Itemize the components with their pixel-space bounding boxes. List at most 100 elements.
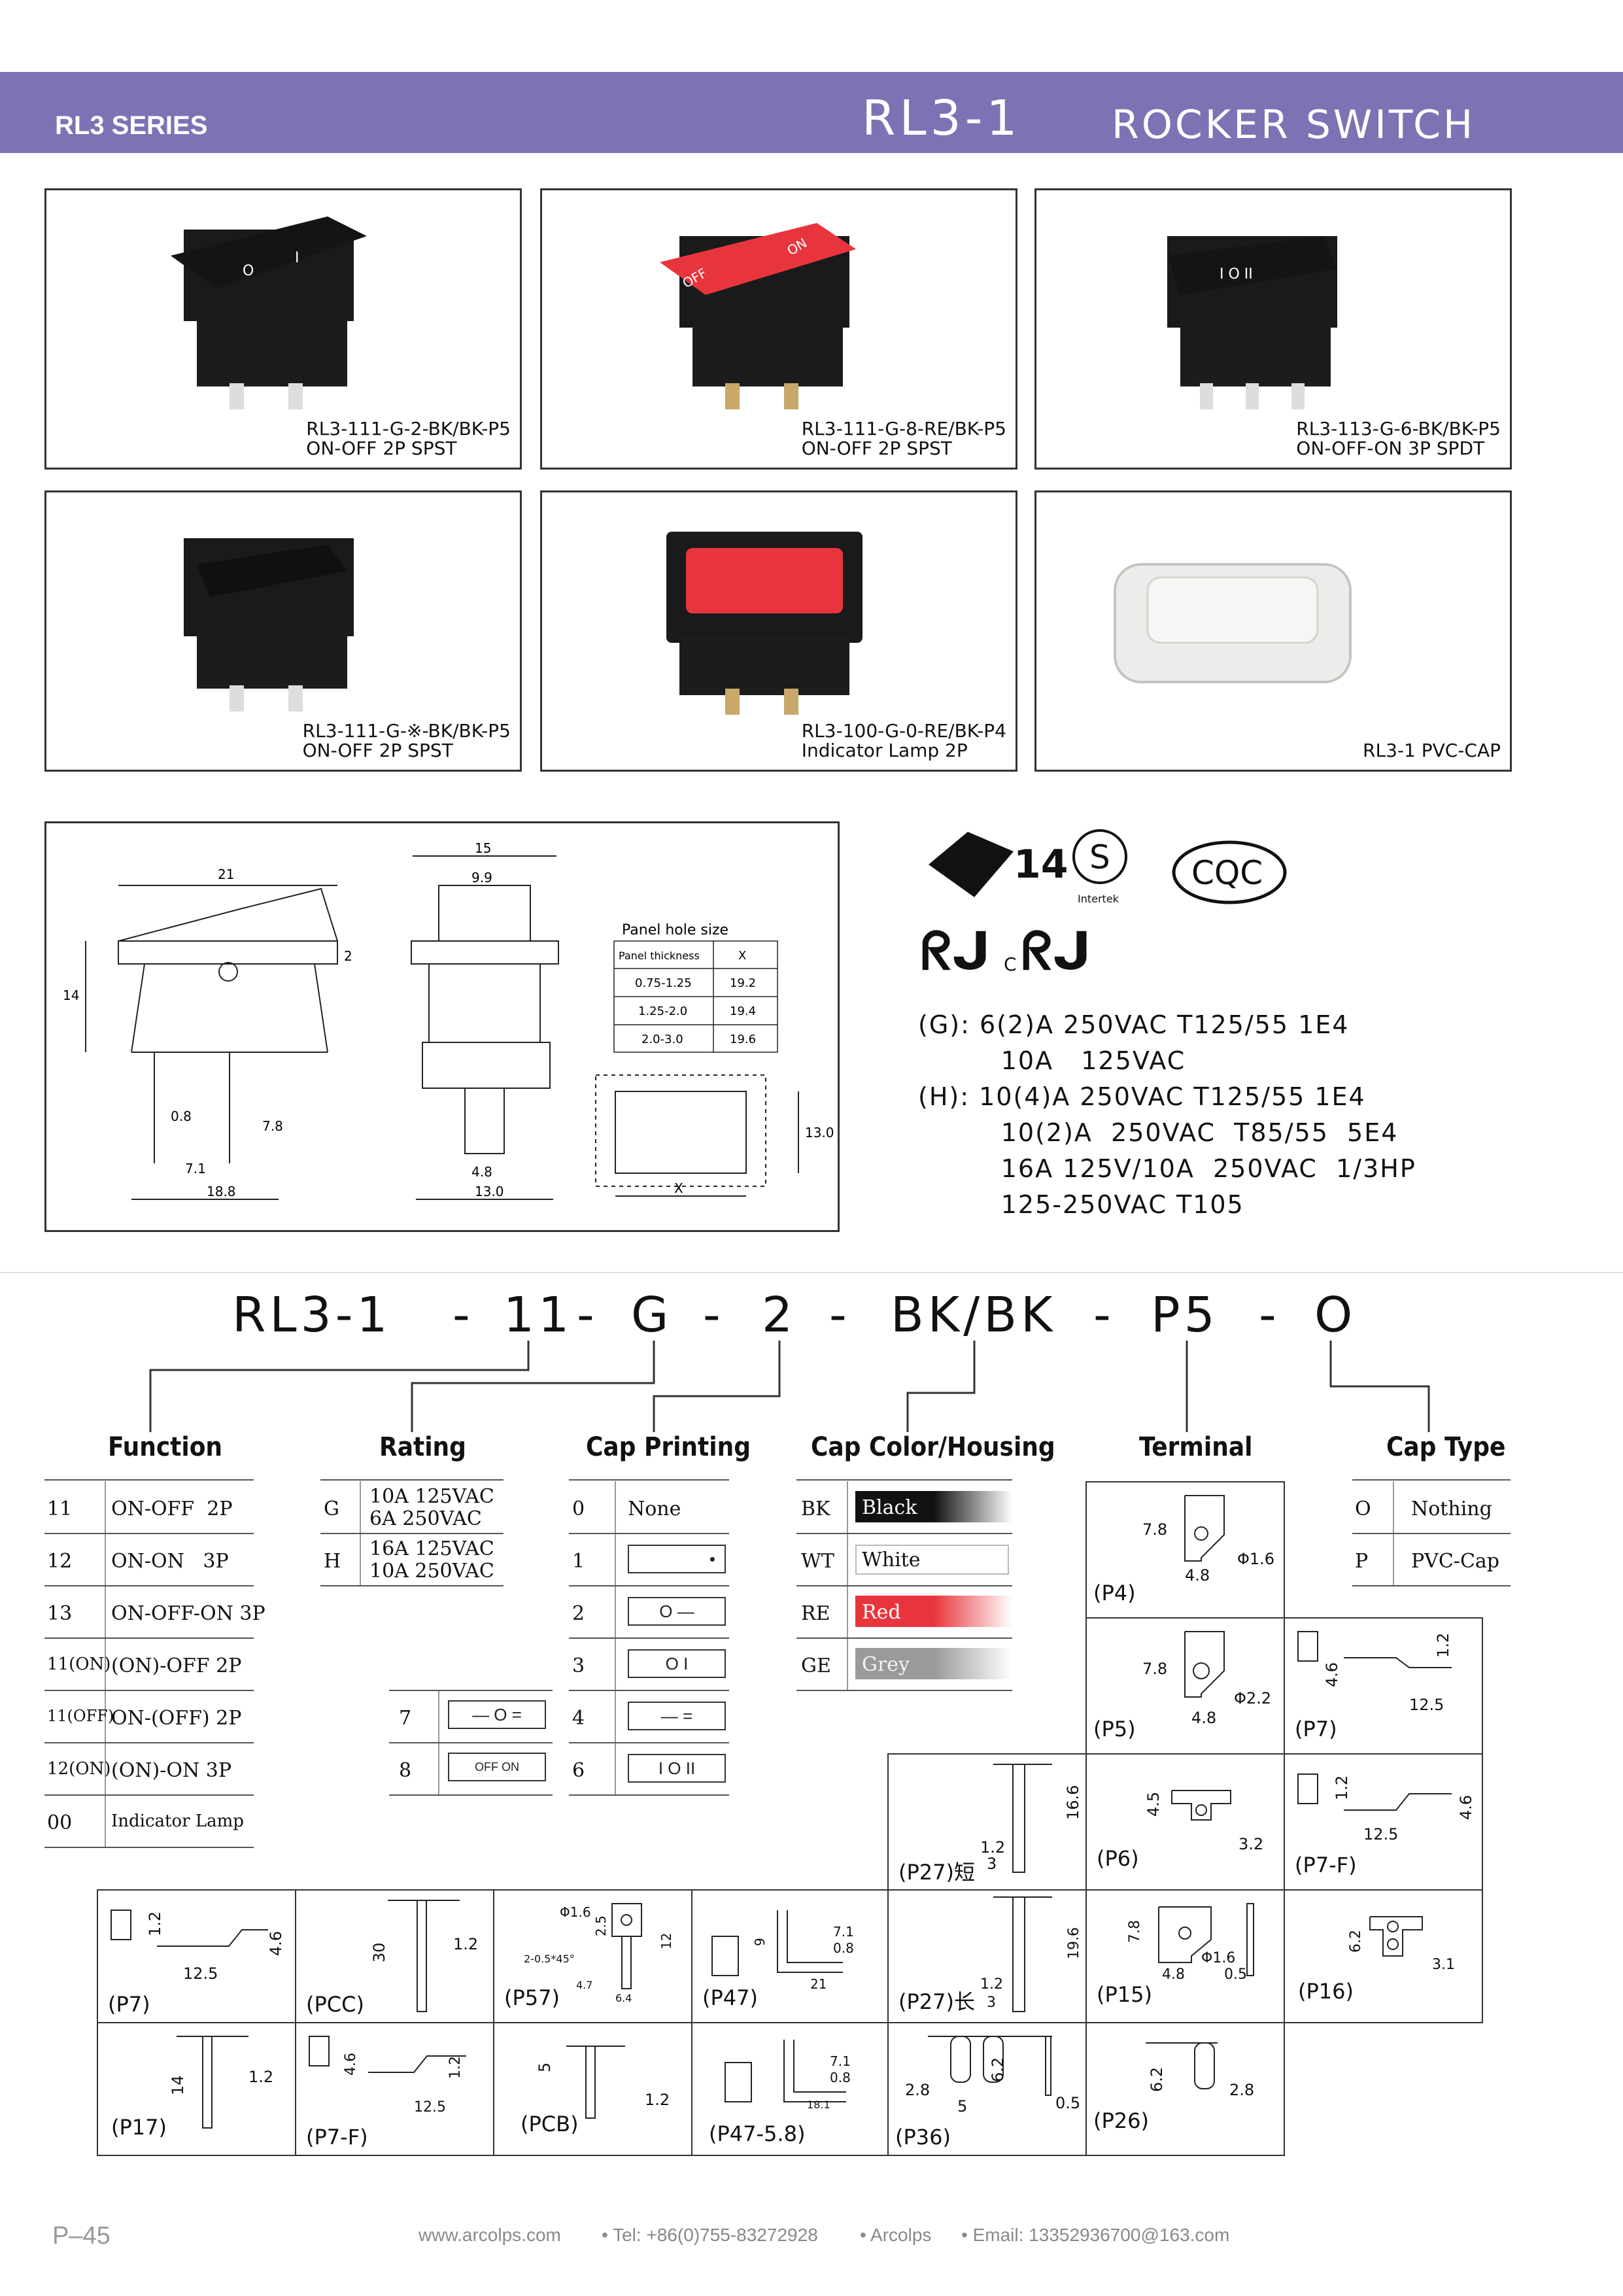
svg-text:3.1: 3.1 [1432,1957,1455,1973]
svg-text:4.6: 4.6 [343,2053,359,2076]
function-desc: (ON)-ON 3P [111,1759,232,1782]
rating-line: (G): 6(2)A 250VAC T125/55 1E4 [918,1010,1350,1039]
footer-brand: • Arcolps [860,2225,932,2245]
dim-label: 9.9 [471,870,492,885]
product-desc: ON-OFF 2P SPST [302,740,453,761]
cap-print-symbol: O — [628,1597,726,1626]
header-bar [0,72,1623,153]
terminal-cell-p17: 14 1.2 (P17) [97,2022,296,2156]
cap-print-code: 3 [572,1654,585,1677]
svg-text:18.1: 18.1 [807,2099,830,2111]
code-sep: - [577,1287,598,1343]
product-card: OFF ON RL3-111-G-8-RE/BK-P5 ON-OFF 2P SP… [540,188,1017,470]
svg-text:ᖇᒍ: ᖇᒍ [1021,921,1091,982]
terminal-label: (P4) [1093,1581,1136,1605]
switch-photo: O I [171,216,367,409]
cap-print-code: 1 [572,1550,585,1573]
rating-line: 125-250VAC T105 [918,1190,1244,1219]
svg-text:1.2: 1.2 [980,1838,1005,1857]
code-cap-type: O [1314,1287,1357,1343]
code-leader-lines [149,1341,1430,1432]
function-desc: ON-(OFF) 2P [111,1707,242,1730]
terminal-label: (P27)长 [898,1989,975,2014]
code-cap-printing: 2 [762,1287,797,1343]
terminal-cell-p7f: 1.2 4.6 12.5 (P7-F) [1284,1753,1483,1891]
color-swatch-white [855,1545,1009,1575]
svg-text:5: 5 [536,2063,554,2072]
switch-photo: I O II [1167,236,1337,409]
svg-text:Φ2.2: Φ2.2 [1234,1689,1271,1707]
svg-text:6.2: 6.2 [1148,2067,1166,2092]
table-rule [389,1794,553,1796]
function-code: 00 [47,1811,73,1834]
terminal-label: (P7) [1295,1717,1337,1741]
dim-label: 13.0 [805,1125,834,1140]
svg-text:21: 21 [810,1976,827,1992]
cap-print-symbol: — O = [448,1700,546,1729]
svg-text:CQC: CQC [1191,854,1263,892]
switch-photo: OFF ON [660,223,856,409]
svg-text:7.1: 7.1 [833,1924,854,1940]
terminal-label: (P16) [1298,1979,1354,2004]
terminal-label: (P57) [504,1985,560,2010]
cap-color-title: Cap Color/Housing [811,1432,1055,1462]
svg-text:1.2: 1.2 [645,2091,670,2109]
table-rule [44,1585,254,1586]
table-rule [44,1479,254,1481]
table-rule [44,1794,254,1796]
rating-title: Rating [379,1432,466,1462]
svg-text:3: 3 [987,1855,997,1873]
table-rule [44,1637,254,1639]
svg-text:S: S [1089,838,1110,876]
function-code: 11(ON) [47,1654,111,1674]
rating-line: 10A 125VAC [918,1046,1186,1075]
color-swatch-grey [855,1648,1012,1679]
svg-text:1.2: 1.2 [248,2068,273,2086]
code-sep: - [1093,1287,1115,1343]
footer-tel: • Tel: +86(0)755-83272928 [602,2225,818,2245]
dim-label: 7.8 [262,1118,283,1134]
svg-text:1.2: 1.2 [1434,1633,1452,1658]
cap-printing-title: Cap Printing [586,1432,751,1462]
svg-text:0.8: 0.8 [830,2070,851,2085]
svg-text:2.8: 2.8 [905,2081,930,2099]
terminal-label: (P7-F) [1295,1853,1357,1877]
product-caption: RL3-111-G-8-RE/BK-P5 ON-OFF 2P SPST [802,419,1006,458]
product-caption: RL3-111-G-2-BK/BK-P5 ON-OFF 2P SPST [306,419,511,458]
terminal-label: (P27)短 [898,1860,975,1885]
code-rating: G [631,1287,673,1343]
product-caption: RL3-1 PVC-CAP [1363,741,1501,761]
terminal-label: (P17) [111,2115,167,2140]
svg-text:2.5: 2.5 [593,1915,609,1936]
cap-print-code: 6 [572,1759,585,1782]
svg-text:1.2: 1.2 [980,1976,1003,1993]
table-rule [44,1690,254,1691]
intertek-logo: S Intertek [1072,829,1127,905]
panel-cell: 19.2 [730,976,756,990]
table-rule [438,1691,439,1796]
product-code: RL3-111-G-※-BK/BK-P5 [302,720,511,742]
dim-label: X [674,1180,683,1196]
svg-text:4.8: 4.8 [1185,1566,1210,1585]
product-code: RL3-111-G-2-BK/BK-P5 [306,418,511,439]
function-code: 11(OFF) [47,1707,114,1725]
cap-print-symbol: O I [628,1649,726,1678]
terminal-label: (P5) [1093,1717,1136,1741]
table-rule [796,1585,1012,1586]
svg-text:4.8: 4.8 [1162,1966,1185,1983]
svg-text:4.5: 4.5 [1144,1792,1163,1817]
table-rule [105,1481,106,1847]
svg-text:4.6: 4.6 [267,1931,285,1956]
product-desc: ON-OFF 2P SPST [801,437,952,459]
terminal-label: (P26) [1093,2108,1149,2133]
color-name: Grey [862,1653,910,1676]
rocker-cap [197,545,347,597]
svg-text:12.5: 12.5 [1363,1825,1398,1843]
svg-text:I O II: I O II [1220,266,1253,283]
table-rule [569,1585,729,1586]
cap-print-code: 0 [572,1498,585,1520]
cap-print-code: 8 [399,1759,412,1782]
svg-text:6.4: 6.4 [615,1992,632,2004]
